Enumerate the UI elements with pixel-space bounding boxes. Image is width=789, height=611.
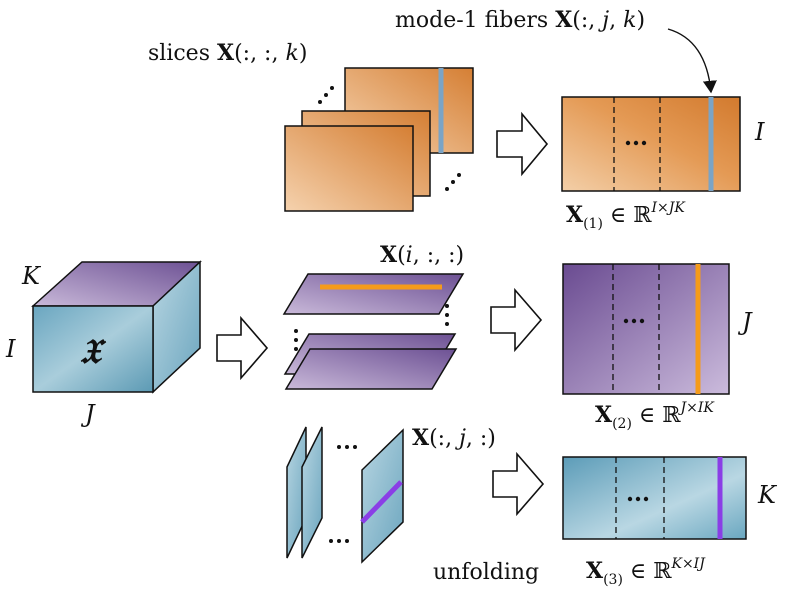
lateral-slice-front (361, 428, 404, 564)
tensor-dim-K: K (21, 262, 42, 290)
stack-dots-lower (445, 173, 461, 191)
lateral-slices-stack (286, 426, 404, 564)
slices-label: slices X(:, :, k) (148, 40, 307, 66)
unfolding-3-label: X(3) ∈ ℝK×IJ (586, 556, 706, 588)
tensor-cube: 𝔛 (31, 260, 202, 394)
unfold-arrow-1 (496, 111, 549, 177)
unfolding-1-dots (625, 140, 647, 146)
mode1-unfolding (561, 96, 741, 192)
frontal-slice-front (284, 125, 414, 212)
horizontal-dots-left (294, 329, 298, 351)
unfolding-2-dots (623, 318, 645, 324)
tensor-dim-I: I (5, 335, 16, 363)
mode1-fibers-label: mode-1 fibers X(:, j, k) (395, 7, 645, 33)
mode3-unfolding (562, 456, 747, 540)
horizontal-slices-label: X(i, :, :) (380, 242, 464, 268)
mode2-unfolding (562, 263, 730, 395)
dim-J-label: J (737, 308, 753, 336)
horizontal-slices-stack (282, 273, 465, 390)
fiber-pointer-arrow (667, 28, 717, 94)
dim-K-label: K (757, 481, 778, 509)
stack-dots-upper (318, 86, 334, 104)
tensor-dim-J: J (80, 400, 96, 428)
horizontal-slice-top (282, 273, 465, 315)
unfolding-1-label: X(1) ∈ ℝI×JK (566, 200, 686, 232)
lateral-dots-top (337, 445, 357, 449)
frontal-slices-stack (284, 67, 474, 212)
unfolding-3-matrix (562, 456, 747, 540)
mode3-fiber-marker (360, 480, 403, 524)
unfolding-2-label: X(2) ∈ ℝJ×IK (595, 400, 715, 432)
lateral-slices-label: X(:, j, :) (412, 425, 496, 451)
cube-front-face (32, 305, 154, 393)
unfolding-3-dots (627, 496, 649, 502)
unfold-arrow-3 (492, 451, 545, 517)
lateral-dots-bottom (329, 539, 349, 543)
lateral-slice-middle (301, 426, 323, 559)
unfolding-word: unfolding (433, 560, 539, 585)
dim-I-label-top: I (754, 118, 765, 146)
unfolding-2-matrix (562, 263, 730, 395)
unfold-arrow-2 (490, 287, 543, 353)
horizontal-slice-bottom (284, 348, 458, 390)
tensor-arrow (216, 315, 269, 381)
horizontal-dots-right (445, 304, 449, 326)
